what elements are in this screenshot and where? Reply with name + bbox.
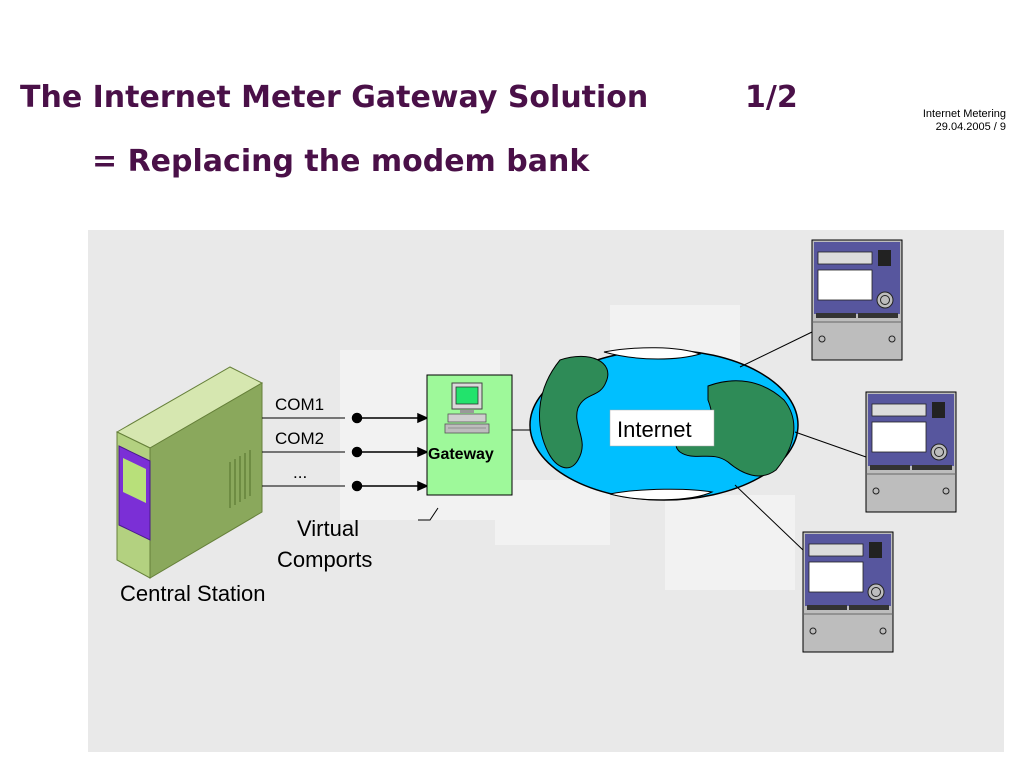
com-port-labels: COM1 COM2 ... bbox=[275, 395, 324, 482]
arrowhead bbox=[417, 446, 429, 458]
internet-globe: Internet bbox=[529, 347, 799, 501]
com1-label: COM1 bbox=[275, 395, 324, 414]
electricity-meter-2 bbox=[865, 391, 957, 513]
com-port-lines bbox=[262, 417, 345, 487]
comports-label: Comports bbox=[277, 547, 372, 572]
ellipsis-label: ... bbox=[293, 463, 307, 482]
virtual-label: Virtual bbox=[297, 516, 359, 541]
meta-topic: Internet Metering bbox=[922, 108, 1006, 120]
diagram-panel: COM1 COM2 ... bbox=[88, 230, 1004, 752]
meta-date-page: 29.04.2005 / 9 bbox=[935, 121, 1006, 133]
internet-label: Internet bbox=[617, 417, 692, 442]
computer-icon bbox=[444, 382, 490, 434]
page-subtitle: = Replacing the modem bank bbox=[92, 144, 590, 179]
network-diagram: COM1 COM2 ... bbox=[115, 239, 957, 653]
virtual-comport-arrows bbox=[351, 412, 429, 492]
com2-label: COM2 bbox=[275, 429, 324, 448]
central-station-label: Central Station bbox=[120, 581, 266, 606]
gateway-label: Gateway bbox=[428, 446, 494, 463]
page-number: 1/2 bbox=[745, 80, 798, 115]
electricity-meter-3 bbox=[802, 531, 894, 653]
arrowhead bbox=[417, 412, 429, 424]
central-station-server bbox=[115, 366, 264, 579]
meter-links bbox=[734, 331, 867, 551]
page-title: The Internet Meter Gateway Solution bbox=[20, 80, 649, 115]
callout-line bbox=[418, 507, 439, 521]
gateway-box: Gateway bbox=[426, 374, 513, 496]
slide-meta: Internet Metering 29.04.2005 / 9 bbox=[923, 108, 1006, 134]
electricity-meter-1 bbox=[811, 239, 903, 361]
arrowhead bbox=[417, 480, 429, 492]
